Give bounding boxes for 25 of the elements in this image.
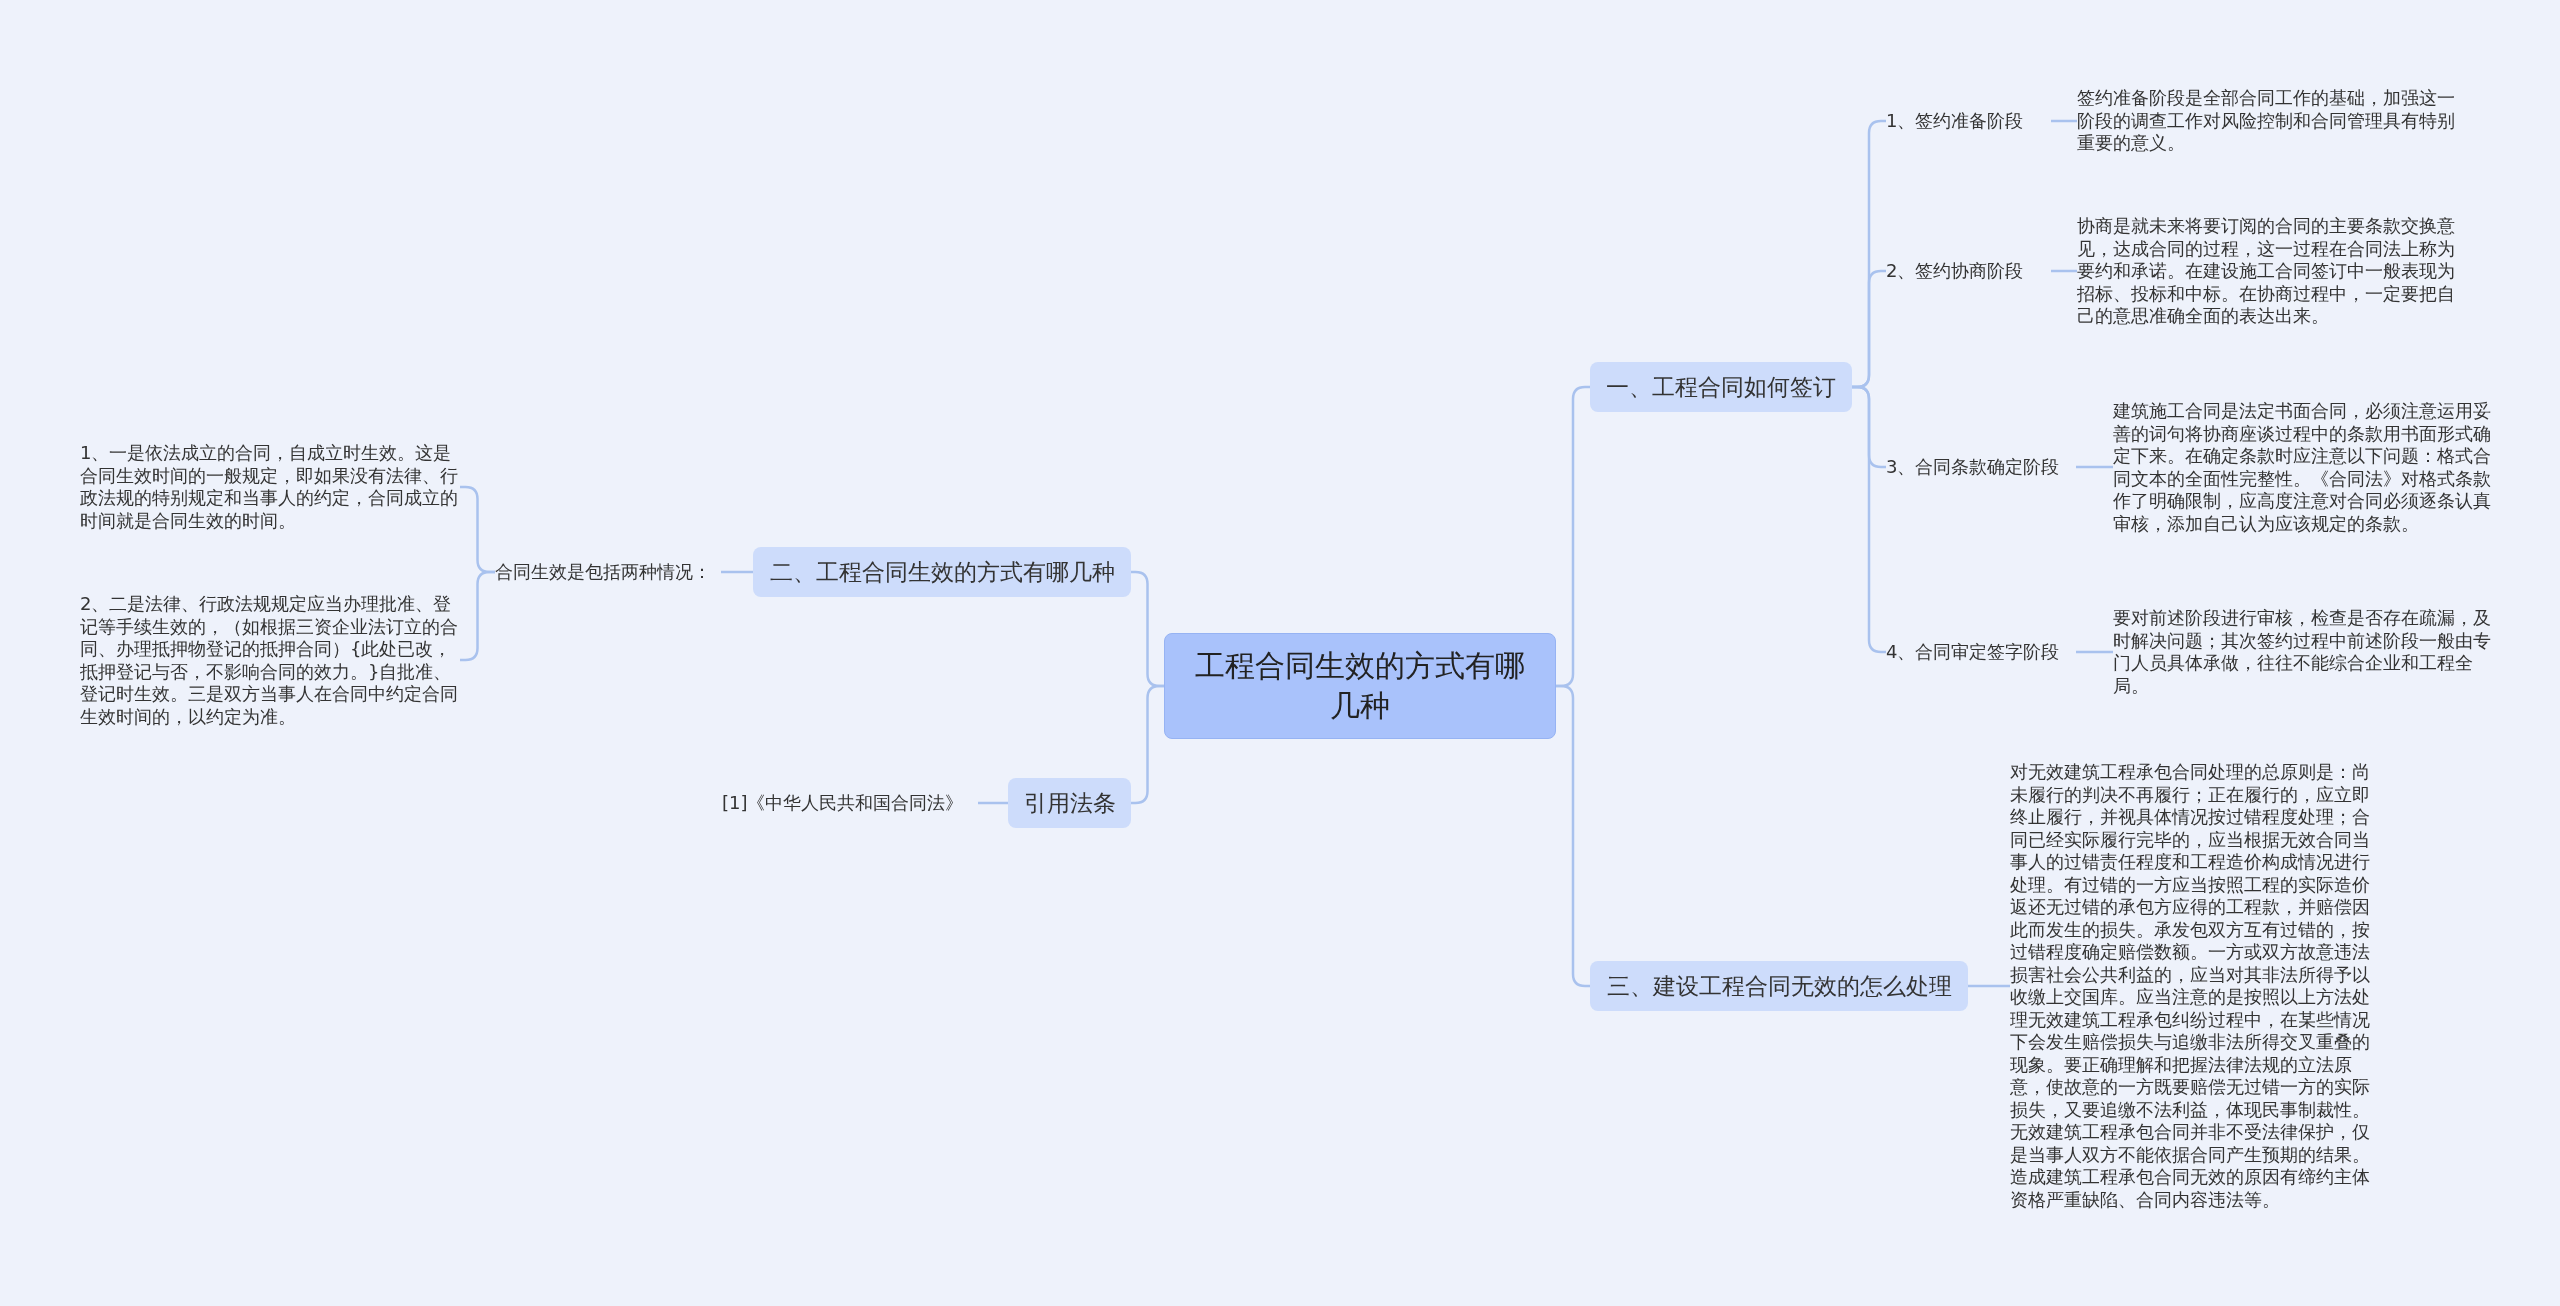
branch-topic-box: 引用法条 <box>1008 778 1131 828</box>
description-text: 1、一是依法成立的合同，自成立时生效。这是合同生效时间的一般规定，即如果没有法律、行政法规的特别规定和当事人的约定，合同成立的时间就是合同生效的时间。 <box>80 442 460 532</box>
description-text: 签约准备阶段是全部合同工作的基础，加强这一阶段的调查工作对风险控制和合同管理具有特别重要的意义。 <box>2077 87 2457 155</box>
subtopic-label: 1、签约准备阶段 <box>1886 109 2051 133</box>
connector-line <box>2076 465 2113 469</box>
description-text: 建筑施工合同是法定书面合同，必须注意运用妥善的词句将协商座谈过程中的条款用书面形式确定下来。在确定条款时应注意以下问题：格式合同文本的全面性完整性。《合同法》对格式条款作了明确限制，应高度注意对合同必须逐条认真审核，添加自己认为应该规定的条款。 <box>2113 399 2493 535</box>
description-text: 对无效建筑工程承包合同处理的总原则是：尚未履行的判决不再履行；正在履行的，应立即终止履行，并视具体情况按过错程度处理；合同已经实际履行完毕的，应当根据无效合同当事人的过错责任程度和工程造价构成情况进行处理。有过错的一方应当按照工程的实际造价返还无过错的承包方应得的工程款，并赔偿因此而发生的损失。承发包双方互有过错的，按过错程度确定赔偿数额。一方或双方故意违法损害社会公共利益的，应当对其非法所得予以收缴上交国库。应当注意的是按照以上方法处理无效建筑工程承包纠纷过程中，在某些情况下会发生赔偿损失与追缴非法所得交叉重叠的现象。要正确理解和把握法律法规的立法原意，使故意的一方既要赔偿无过错一方的实际损失，又要追缴不法利益，体现民事制裁性。无效建筑工程承包合同并非不受法律保护，仅是当事人双方不能依据合同产生预期的结果。造成建筑工程承包合同无效的原因有缔约主体资格严重缺陷、合同内容违法等。 <box>2010 761 2382 1211</box>
subtopic-label: 2、签约协商阶段 <box>1886 259 2051 283</box>
subtopic-label: 4、合同审定签字阶段 <box>1886 640 2076 664</box>
description-text: 协商是就未来将要订阅的合同的主要条款交换意见，达成合同的过程，这一过程在合同法上称为要约和承诺。在建设施工合同签订中一般表现为招标、投标和中标。在协商过程中，一定要把自己的意思准确全面的表达出来。 <box>2077 214 2457 328</box>
connector-line <box>2051 119 2077 123</box>
connector-line <box>2051 269 2077 273</box>
description-text: 2、二是法律、行政法规规定应当办理批准、登记等手续生效的，（如根据三资企业法订立的合同、办理抵押物登记的抵押合同）{此处已改，抵押登记与否，不影响合同的效力。}自批准、登记时生效。三是双方当事人在合同中约定合同生效时间的，以约定为准。 <box>80 592 460 728</box>
connector-line <box>721 570 753 574</box>
description-text: 要对前述阶段进行审核，检查是否存在疏漏，及时解决问题；其次签约过程中前述阶段一般由专门人员具体承做，往往不能综合企业和工程全局。 <box>2113 607 2493 697</box>
branch-topic-box: 一、工程合同如何签订 <box>1590 362 1852 412</box>
subtopic-label: 3、合同条款确定阶段 <box>1886 455 2076 479</box>
subtopic-label: [1]《中华人民共和国合同法》 <box>722 791 978 815</box>
connector-line <box>2076 650 2113 654</box>
central-topic-box: 工程合同生效的方式有哪几种 <box>1164 633 1556 739</box>
connector-line <box>978 801 1008 805</box>
branch-topic-box: 三、建设工程合同无效的怎么处理 <box>1590 961 1968 1011</box>
subtopic-label: 合同生效是包括两种情况： <box>495 560 721 584</box>
connector-line <box>1968 984 2010 988</box>
branch-topic-box: 二、工程合同生效的方式有哪几种 <box>753 547 1131 597</box>
